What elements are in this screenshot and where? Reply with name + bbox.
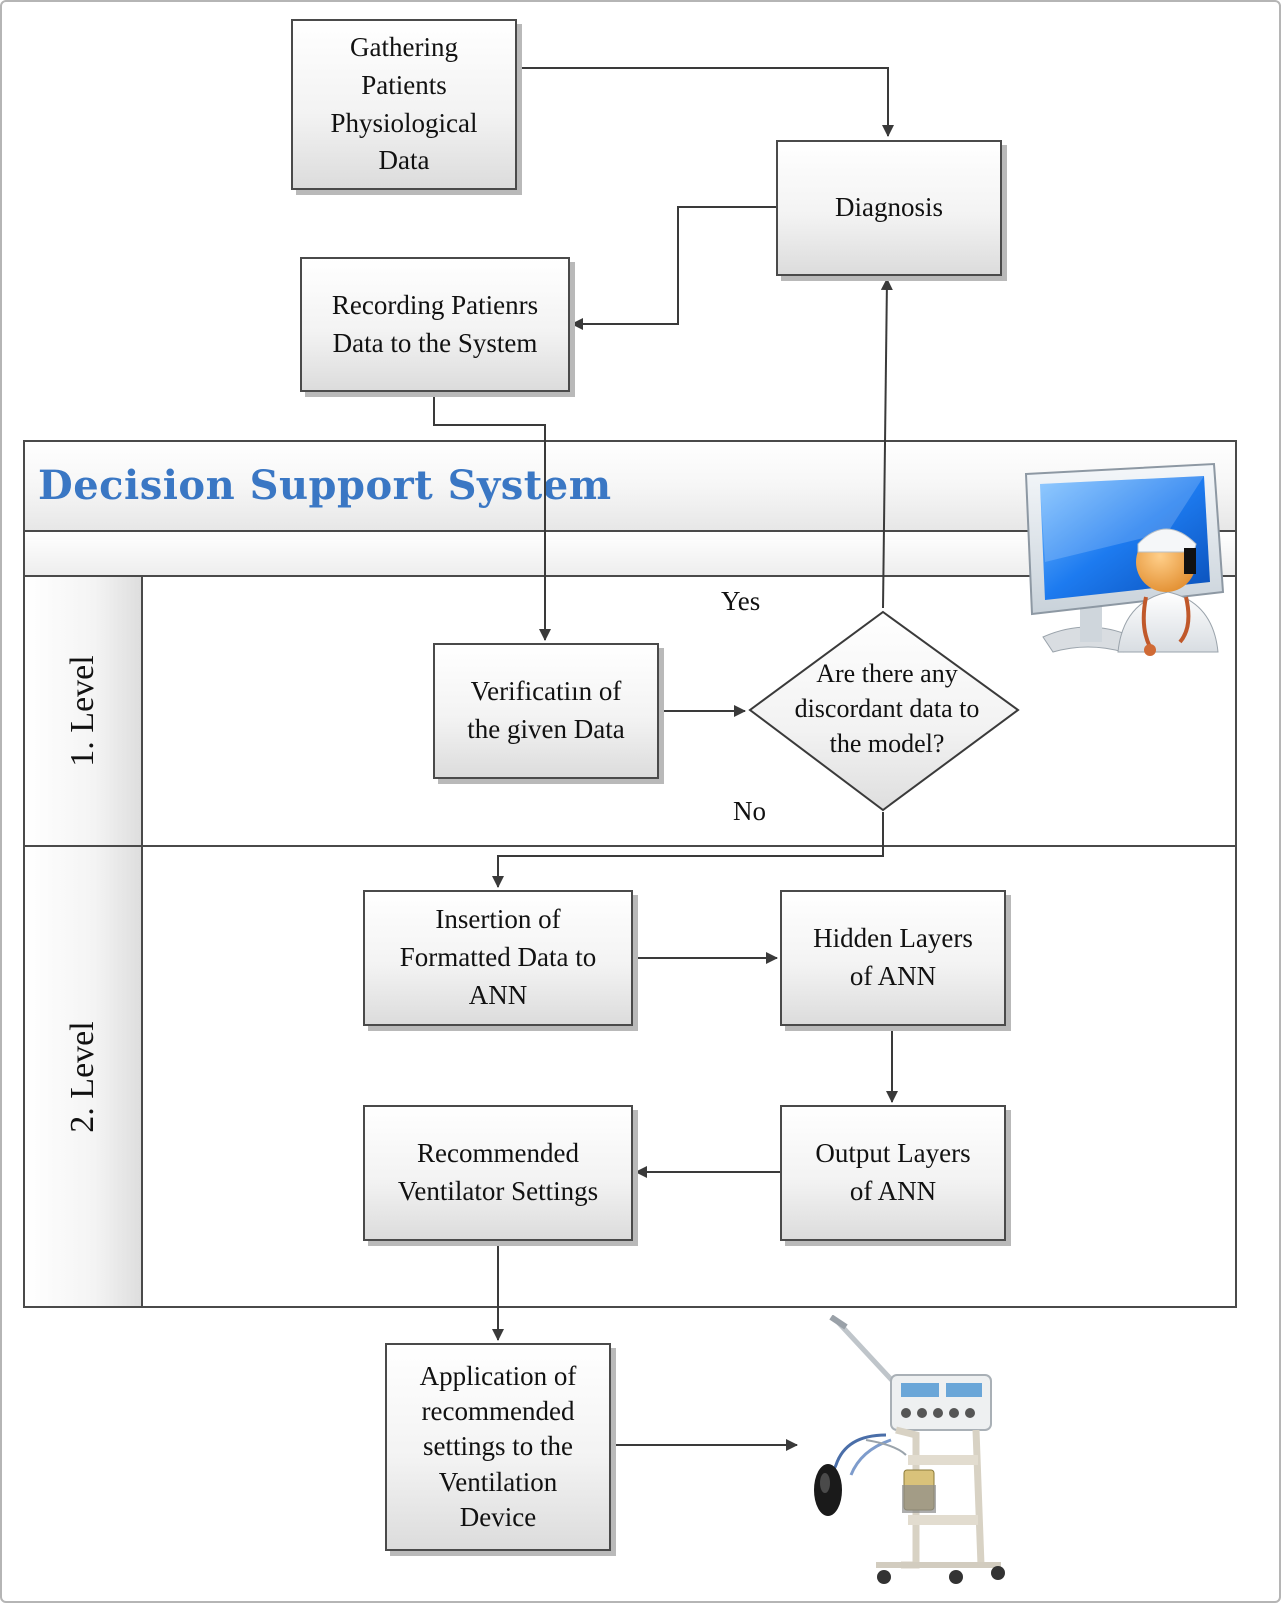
node-recommended-settings: Recommended Ventilator Settings <box>363 1105 633 1241</box>
node-recording-data: Recording Patienrs Data to the System <box>300 257 570 392</box>
lane-level-1-header: 1. Level <box>25 577 143 845</box>
node-application: Application of recommended settings to t… <box>385 1343 611 1551</box>
node-verification: Verificatiın of the given Data <box>433 643 659 779</box>
edge-recording-verification <box>433 393 551 641</box>
edge-decision-insertion-no <box>492 812 884 888</box>
node-insertion: Insertion of Formatted Data to ANN <box>363 890 633 1026</box>
node-gathering-data: Gathering Patients Physiological Data <box>291 19 517 190</box>
ventilator-device-icon <box>814 1315 1005 1584</box>
node-hidden-layers: Hidden Layers of ANN <box>780 890 1006 1026</box>
decision-text: Are there any discordant data to the mod… <box>794 659 980 759</box>
dss-title: Decision Support System <box>38 462 612 509</box>
doctor-computer-icon <box>1024 462 1225 656</box>
label-no: No <box>733 796 766 826</box>
node-output-layers: Output Layers of ANN <box>780 1105 1006 1241</box>
decision-diamond <box>748 610 1020 812</box>
edge-gathering-diagnosis <box>517 67 894 137</box>
edge-diagnosis-recording <box>571 206 776 330</box>
edge-decision-diagnosis-yes <box>880 278 893 609</box>
lane-level-2-header: 2. Level <box>25 847 143 1306</box>
label-yes: Yes <box>721 586 761 616</box>
node-diagnosis: Diagnosis <box>776 140 1002 276</box>
